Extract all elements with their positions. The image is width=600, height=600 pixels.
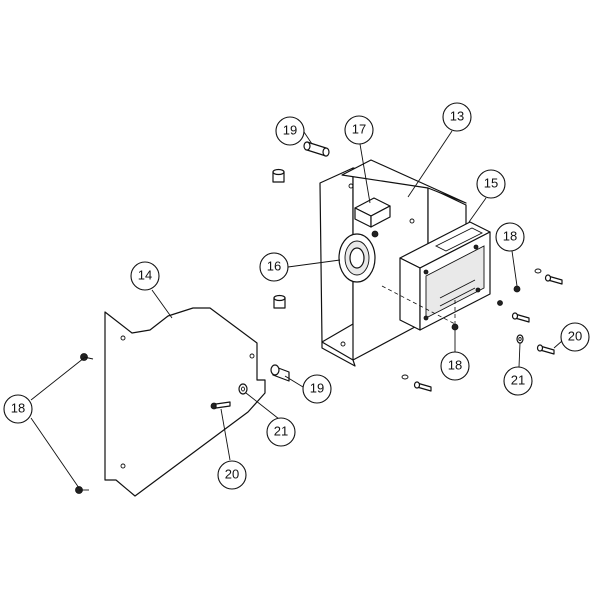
callout-16: 16 <box>259 252 289 282</box>
callout-16-label: 16 <box>267 258 281 273</box>
leader-lines <box>30 130 563 489</box>
screw <box>451 323 459 331</box>
screw <box>80 353 94 361</box>
callout-14: 14 <box>130 261 160 291</box>
callout-21: 21 <box>266 417 296 447</box>
callout-15: 15 <box>476 169 506 199</box>
callout-20-label: 20 <box>225 466 239 481</box>
spacer-standoff <box>303 141 330 157</box>
spacer-standoff <box>270 364 290 382</box>
callout-21-label: 21 <box>511 372 525 387</box>
screw <box>210 401 231 410</box>
callout-14-label: 14 <box>138 267 152 282</box>
callout-18: 18 <box>440 351 470 381</box>
bushing <box>354 197 391 238</box>
assembly-guide-lines <box>381 285 456 325</box>
callout-21-label: 21 <box>274 423 288 438</box>
screw <box>497 300 530 323</box>
screw <box>513 285 521 293</box>
controller-board <box>399 221 491 331</box>
callout-13: 13 <box>442 102 472 132</box>
callout-20: 20 <box>560 322 590 352</box>
side-cover-plate <box>104 307 266 497</box>
screw <box>534 268 563 285</box>
callout-18: 18 <box>495 222 525 252</box>
callout-18: 18 <box>3 394 33 424</box>
callout-19: 19 <box>302 374 332 404</box>
callout-19-label: 19 <box>283 122 297 137</box>
spacer-standoff <box>272 168 285 183</box>
callout-19-label: 19 <box>310 380 324 395</box>
screw <box>75 486 89 494</box>
washer <box>238 383 248 395</box>
callout-20: 20 <box>217 460 247 490</box>
callout-18-label: 18 <box>448 357 462 372</box>
callout-15-label: 15 <box>484 175 498 190</box>
callout-18-label: 18 <box>11 400 25 415</box>
ring-grommet <box>338 233 376 283</box>
callout-18-label: 18 <box>503 228 517 243</box>
callout-21: 21 <box>503 366 533 396</box>
callout-19: 19 <box>275 116 305 146</box>
callout-17-label: 17 <box>352 121 366 136</box>
callout-13-label: 13 <box>450 108 464 123</box>
callout-17: 17 <box>344 115 374 145</box>
screw <box>401 374 432 392</box>
spacer-standoff <box>273 294 286 309</box>
washer <box>516 334 524 344</box>
screw <box>536 344 555 355</box>
callout-20-label: 20 <box>568 328 582 343</box>
